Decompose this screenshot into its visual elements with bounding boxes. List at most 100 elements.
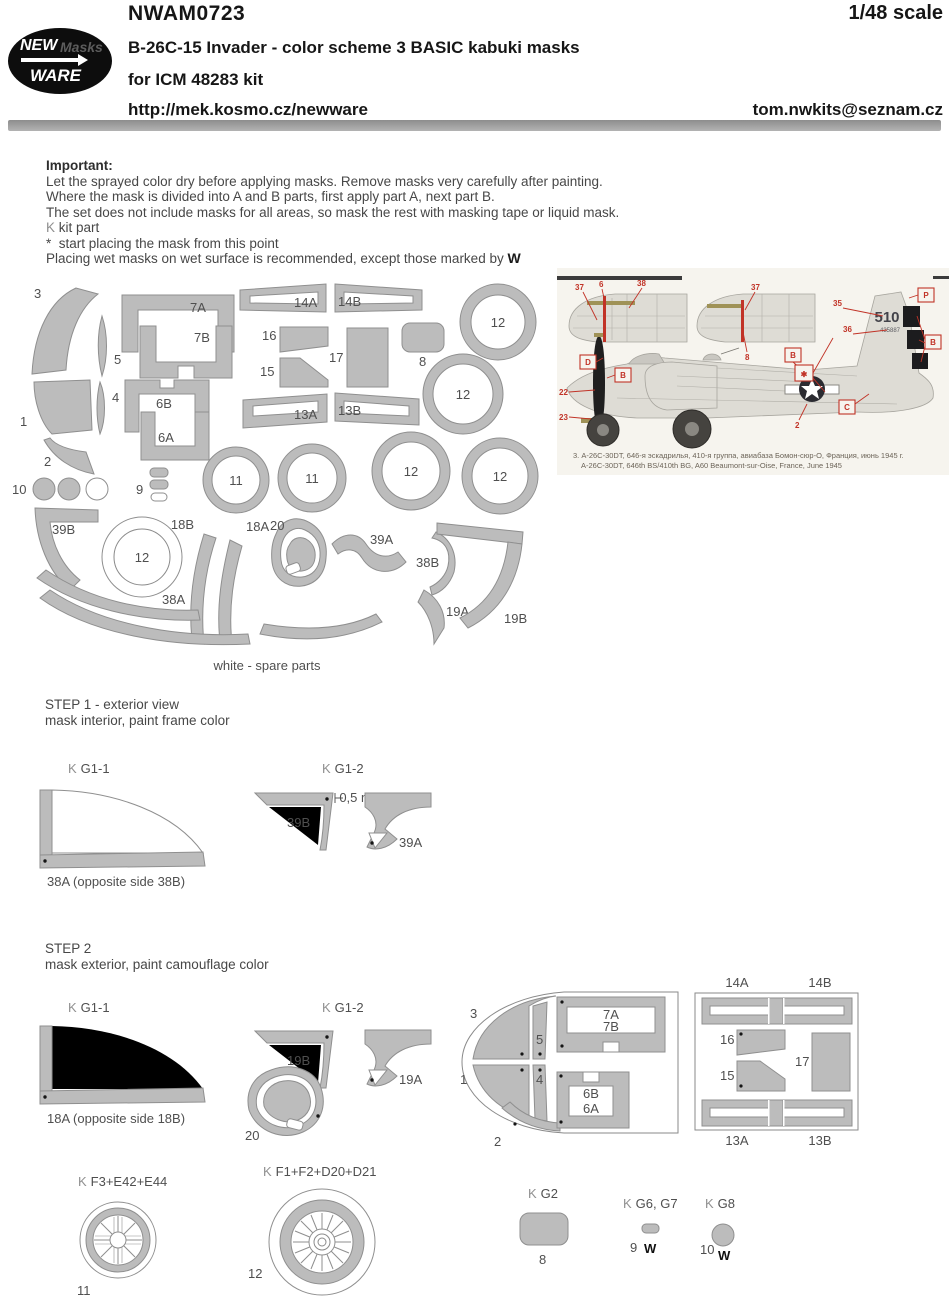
svg-text:2: 2	[795, 421, 800, 430]
wet-symbol: W	[718, 1248, 731, 1263]
mask-ring-12: 12	[422, 353, 504, 435]
part-label: 10	[700, 1242, 714, 1257]
part-label: 19B	[504, 611, 527, 626]
part-label: 15	[260, 364, 274, 379]
svg-text:20: 20	[270, 518, 284, 533]
mask-ring-12: 12	[371, 431, 451, 511]
frame-part-15	[736, 1060, 786, 1092]
part-label: 1	[20, 414, 27, 429]
mask-part-3	[31, 287, 100, 375]
part-label: 8	[419, 354, 426, 369]
frames-outline	[694, 992, 859, 1131]
spare-strip	[39, 589, 251, 646]
part-label: 8	[539, 1252, 546, 1267]
part-label: 14A	[725, 975, 748, 990]
part-label: 13B	[338, 403, 361, 418]
mask-part-19b	[436, 522, 524, 545]
start-dot	[739, 1084, 743, 1088]
mask-part-9	[149, 479, 169, 490]
part-label: 11	[77, 1283, 91, 1298]
profile-caption-ru: 3. А-26С-30DT, 646-я эскадрилья, 410-я г…	[573, 451, 904, 460]
part-window	[249, 291, 319, 305]
step2-18a-caption: 18A (opposite side 18B)	[47, 1111, 185, 1126]
mask-ring-12: 12	[461, 437, 539, 515]
mask-part-39a	[331, 534, 407, 572]
logo-text-ware: WARE	[30, 66, 81, 85]
wet-symbol: W	[644, 1241, 657, 1256]
logo-text-masks: Masks	[60, 39, 103, 55]
mask-part-20: 20	[270, 518, 327, 587]
svg-text:11: 11	[229, 473, 243, 488]
start-dot	[520, 1068, 524, 1072]
svg-text:7A: 7A	[603, 1007, 619, 1022]
part-label: 15	[720, 1068, 734, 1083]
svg-text:12: 12	[493, 469, 507, 484]
svg-text:36: 36	[843, 325, 852, 334]
part-label: 17	[795, 1054, 809, 1069]
rudder-stripe	[903, 306, 920, 327]
step2-canopy-figure: 3 5 1 4 2 7A 7B 6B 6A	[460, 991, 679, 1149]
part-label: 38A	[162, 592, 185, 607]
note-wet-masks: Placing wet masks on wet surface is reco…	[46, 250, 521, 266]
part-label: 1	[460, 1072, 467, 1087]
svg-text:11: 11	[305, 471, 319, 486]
frame-strip-13	[701, 1099, 853, 1127]
svg-text:B: B	[620, 371, 626, 380]
part-label: 39A	[370, 532, 393, 547]
svg-text:6: 6	[599, 280, 604, 289]
part-label: 16	[262, 328, 276, 343]
mask-part-7b	[139, 325, 233, 379]
spare-part-10	[85, 477, 109, 501]
part-label: 39B	[52, 522, 75, 537]
tail-number: 510	[874, 309, 899, 326]
note-start-point: * start placing the mask from this point	[46, 235, 279, 251]
mask-sheet-diagram: 3 5 4 1 2 10 9 7A 7B 6B 6A 14A 14B 16 1	[12, 283, 539, 673]
canopy-pane-1	[472, 1064, 530, 1119]
rudder-stripe	[912, 353, 928, 369]
canopy-panel-6ab: 6B 6A	[556, 1071, 630, 1129]
part-label: 9	[630, 1240, 637, 1255]
frame-strip-14	[701, 997, 853, 1025]
part-label: 18B	[171, 517, 194, 532]
step1-title: STEP 1 - exterior view	[45, 697, 180, 712]
part-label: 13A	[725, 1133, 748, 1148]
svg-text:D: D	[585, 358, 591, 367]
svg-text:20: 20	[245, 1128, 259, 1143]
part-label: 38B	[416, 555, 439, 570]
scan-edge	[557, 276, 682, 280]
step2-subtitle: mask exterior, paint camouflage color	[45, 957, 269, 972]
aircraft-profile: 37 6 38 37 8	[557, 276, 949, 470]
logo-arrow-icon	[21, 54, 88, 66]
part-label: 6B	[156, 396, 172, 411]
part-label: 10	[12, 482, 26, 497]
star-insignia	[784, 376, 840, 402]
part-label: 18A	[246, 519, 269, 534]
nose-detail-1: 37 6 38	[568, 279, 688, 343]
canopy-panel-7ab: 7A 7B	[556, 996, 666, 1053]
newware-logo: NEW Masks WARE	[8, 28, 112, 94]
frame-part-16	[736, 1029, 786, 1056]
step2-part-18a	[39, 1025, 206, 1105]
aircraft-profile-panel: 37 6 38 37 8	[557, 268, 949, 475]
mask-part-7a	[121, 294, 235, 353]
svg-text:8: 8	[745, 353, 750, 362]
step1-part-38a	[39, 789, 206, 869]
step1-subtitle: mask interior, paint frame color	[45, 713, 230, 728]
svg-text:39B: 39B	[287, 815, 310, 830]
part-label: 3	[470, 1006, 477, 1021]
page-subtitle: for ICM 48283 kit	[128, 70, 264, 89]
part-label: 7B	[194, 330, 210, 345]
header-divider	[8, 120, 941, 131]
red-callouts: D B 22 23 B ✱ 35 36 P B C 2	[559, 287, 942, 430]
step1-part-39b: 39B	[253, 792, 334, 851]
side-view: 510 435887	[566, 291, 934, 449]
part-label: 19A	[446, 604, 469, 619]
